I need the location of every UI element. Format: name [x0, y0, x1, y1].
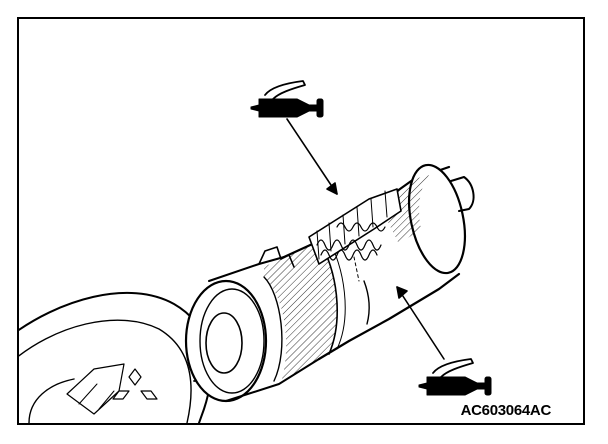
grease-gun-icon	[250, 80, 324, 118]
lock-cylinder-diagram	[19, 80, 492, 423]
mitsubishi-logo-icon	[112, 368, 158, 400]
grease-arrow-bottom	[396, 286, 445, 360]
lock-cylinder-body	[184, 163, 475, 403]
figure-code: AC603064AC	[458, 402, 553, 419]
cylinder-tabs	[258, 246, 295, 268]
figure-frame: AC603064AC	[17, 17, 585, 425]
grease-gun-icon	[418, 358, 492, 396]
tumbler-springs	[308, 188, 402, 265]
grease-arrow-top	[286, 118, 338, 195]
key-head	[19, 291, 212, 423]
